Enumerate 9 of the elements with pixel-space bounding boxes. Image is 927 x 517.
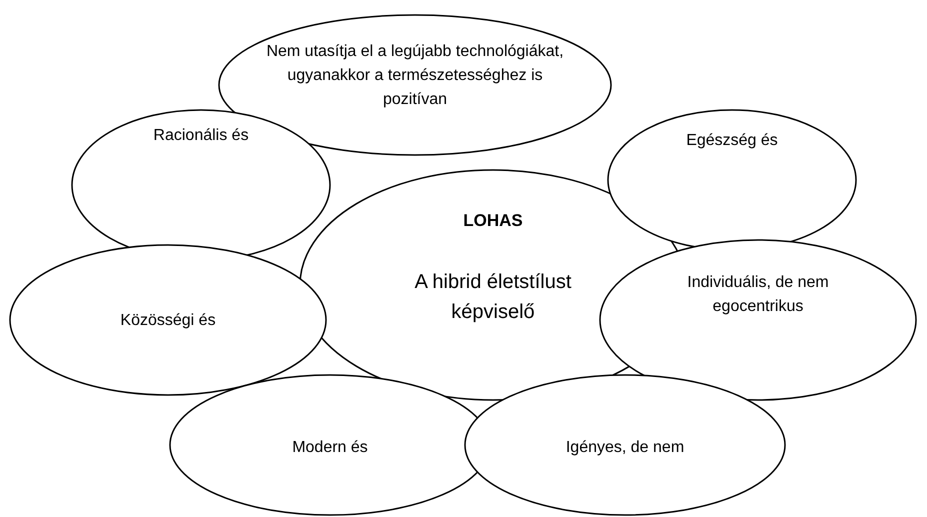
bubble-text: Közösségi és	[120, 311, 216, 331]
bubble-heading: LOHAS	[463, 210, 523, 232]
bubble-text: Racionális és	[153, 126, 249, 146]
bubble-text: A hibrid életstílust képviselő	[414, 270, 572, 325]
bubble-text: Nem utasítja el a legújabb technológiákat, ugyanakkor a természetességhez is pozitívan	[265, 42, 565, 110]
bubble-text: Egészség és	[686, 131, 778, 151]
bubble-text: Modern és	[292, 438, 368, 458]
bubble-text: Igényes, de nem	[566, 438, 684, 458]
bubble-text: Individuális, de nem egocentrikus	[686, 273, 830, 317]
